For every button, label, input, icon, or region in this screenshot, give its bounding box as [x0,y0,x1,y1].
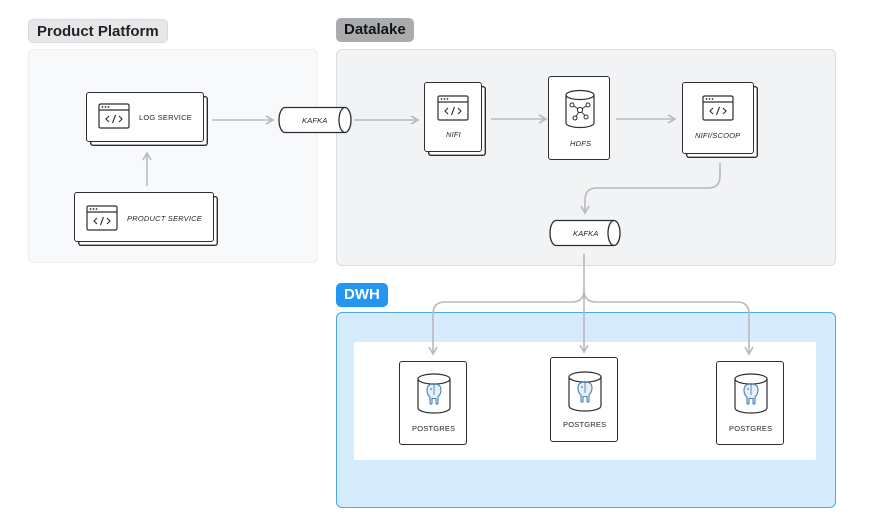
postgres-node-1[interactable]: POSTGRES [399,361,467,445]
postgres-1-label: POSTGRES [412,424,456,433]
browser-code-window-icon [86,205,118,231]
browser-code-window-icon [437,95,469,121]
postgresql-elephant-icon [734,373,768,414]
postgres-2-label: POSTGRES [563,420,607,429]
postgresql-elephant-icon [417,373,451,414]
kafka-2-label: KAFKA [573,229,599,238]
log-service-node[interactable]: LOG SERVICE [86,92,204,142]
log-service-label: LOG SERVICE [139,113,192,122]
hdfs-label: HDFS [570,139,592,148]
hdfs-node[interactable]: HDFS [548,76,610,160]
nifi-node[interactable]: NIFI [424,82,482,152]
postgresql-elephant-icon [568,371,602,412]
arrow-kafka-to-postgres-3 [583,289,754,356]
database-network-icon [565,89,595,129]
nifi-label: NIFI [446,130,461,139]
kafka-1-label: KAFKA [302,116,328,125]
arrow-nifiscoop-to-kafka [580,163,721,215]
postgres-node-2[interactable]: POSTGRES [550,357,618,442]
product-service-label: PRODUCT SERVICE [127,214,202,223]
arrow-kafka-to-postgres-1 [428,289,585,356]
product-platform-label: Product Platform [28,19,168,43]
kafka-cylinder-icon[interactable] [277,106,353,134]
browser-code-window-icon [702,95,734,121]
nifi-scoop-node[interactable]: NIFI/SCOOP [682,82,754,154]
dwh-label: DWH [336,283,388,307]
nifi-scoop-label: NIFI/SCOOP [695,131,741,140]
datalake-label: Datalake [336,18,414,42]
browser-code-window-icon [98,103,130,129]
product-service-node[interactable]: PRODUCT SERVICE [74,192,214,242]
postgres-node-3[interactable]: POSTGRES [716,361,784,445]
kafka-cylinder-icon[interactable] [548,219,622,247]
postgres-3-label: POSTGRES [729,424,773,433]
